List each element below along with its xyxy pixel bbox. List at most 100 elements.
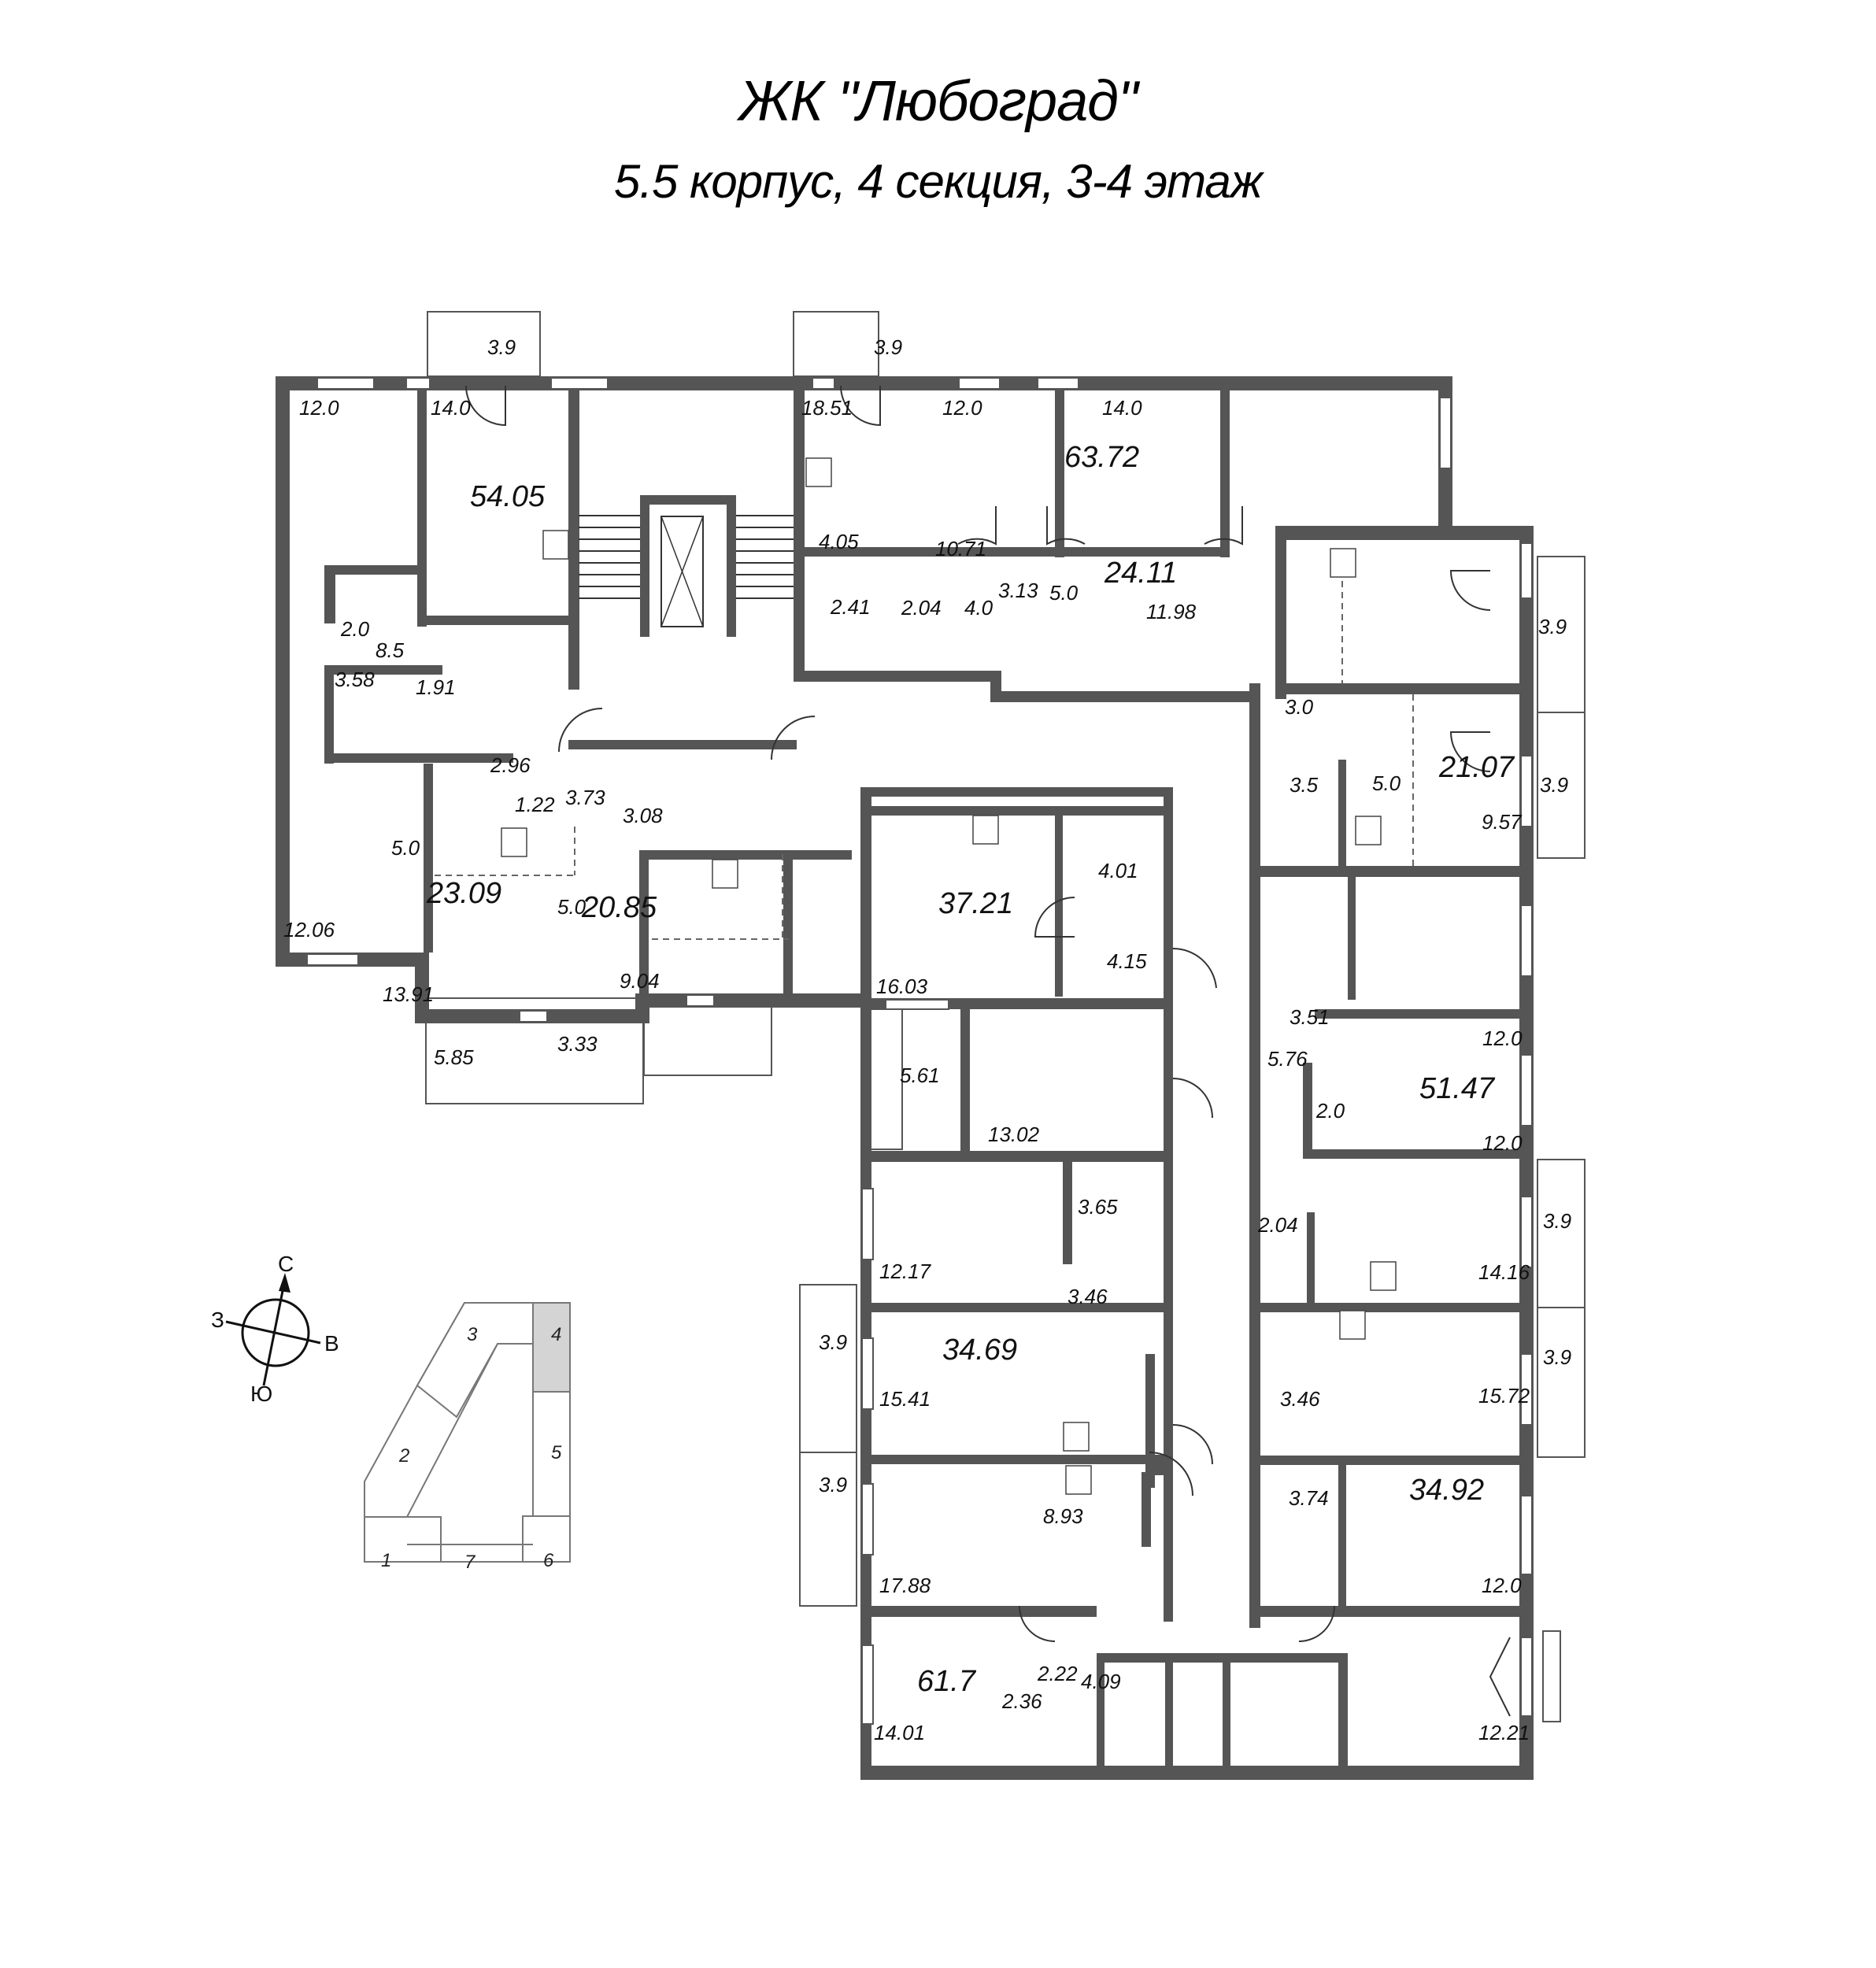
- apartment-total-area: 21.07: [1438, 751, 1515, 784]
- room-area-label: 5.0: [391, 836, 420, 860]
- room-area-label: 15.72: [1478, 1384, 1530, 1408]
- room-area-label: 12.0: [299, 396, 339, 420]
- room-area-label: 4.0: [964, 596, 994, 620]
- room-area-label: 14.0: [431, 396, 471, 420]
- apartment-total-area: 34.92: [1409, 1474, 1484, 1507]
- compass-north: С: [278, 1252, 294, 1276]
- section-1-label: 1: [381, 1550, 391, 1571]
- room-area-label: 18.51: [801, 396, 853, 420]
- room-area-label: 8.93: [1043, 1504, 1083, 1528]
- room-area-label: 5.0: [1372, 771, 1401, 795]
- room-area-label: 2.41: [830, 595, 871, 619]
- room-area-label: 9.04: [620, 969, 660, 993]
- room-area-label: 3.58: [335, 668, 375, 691]
- stairwell: [579, 515, 794, 627]
- room-area-label: 8.5: [376, 638, 405, 662]
- room-area-label: 14.0: [1102, 396, 1142, 420]
- room-area-label: 3.9: [1538, 615, 1567, 638]
- room-area-label: 12.06: [283, 918, 335, 941]
- section-6-label: 6: [543, 1550, 554, 1571]
- room-area-label: 5.0: [1049, 581, 1079, 605]
- section-key: 3 4 2 5 1 7 6: [364, 1302, 571, 1573]
- apartment-total-area: 23.09: [426, 877, 501, 910]
- room-area-label: 2.04: [1257, 1213, 1298, 1237]
- stove-icons: [501, 457, 1397, 1495]
- room-area-label: 4.05: [819, 530, 859, 553]
- zone-dividers: [435, 559, 1414, 940]
- room-area-label: 2.04: [901, 596, 942, 620]
- room-area-label: 12.21: [1478, 1721, 1530, 1744]
- apartment-total-area: 61.7: [917, 1665, 977, 1698]
- section-4-label: 4: [551, 1324, 561, 1345]
- compass-south: Ю: [250, 1382, 272, 1406]
- room-area-label: 2.0: [1315, 1099, 1345, 1123]
- room-area-label: 4.01: [1098, 859, 1138, 882]
- room-area-label: 3.9: [874, 335, 902, 359]
- room-area-label: 12.0: [1482, 1027, 1523, 1050]
- compass-west: З: [211, 1308, 224, 1332]
- apartment-total-area: 54.05: [470, 480, 546, 513]
- room-area-label: 12.17: [879, 1260, 932, 1283]
- apartment-total-area: 20.85: [581, 891, 657, 924]
- section-2-label: 2: [398, 1445, 409, 1467]
- apartment-total-area: 51.47: [1419, 1072, 1496, 1105]
- room-area-label: 3.74: [1289, 1486, 1329, 1510]
- complex-title: ЖК "Любоград": [738, 70, 1138, 133]
- room-area-label: 2.36: [1001, 1689, 1042, 1713]
- walls: [276, 376, 1534, 1780]
- room-area-label: 3.33: [557, 1032, 598, 1056]
- room-area-label: 4.09: [1081, 1670, 1121, 1693]
- room-area-label: 3.9: [1543, 1209, 1571, 1233]
- compass-icon: С З В Ю: [211, 1252, 339, 1406]
- room-area-label: 9.57: [1482, 810, 1523, 834]
- room-area-label: 3.9: [1540, 773, 1568, 797]
- room-area-label: 3.73: [565, 786, 605, 809]
- room-area-label: 13.91: [383, 982, 434, 1006]
- room-area-label: 14.01: [874, 1721, 925, 1744]
- room-area-label: 13.02: [988, 1123, 1040, 1146]
- apartment-total-area: 34.69: [942, 1334, 1017, 1367]
- room-area-label: 12.0: [1482, 1574, 1522, 1597]
- room-area-label: 3.9: [819, 1473, 847, 1496]
- room-area-label: 3.08: [623, 804, 663, 827]
- room-area-label: 17.88: [879, 1574, 931, 1597]
- room-area-label: 11.98: [1146, 600, 1197, 623]
- doors: [465, 385, 1511, 1717]
- room-area-label: 5.0: [557, 895, 586, 919]
- room-area-label: 2.22: [1037, 1662, 1078, 1685]
- room-area-label: 3.9: [819, 1330, 847, 1354]
- section-7-label: 7: [464, 1552, 476, 1573]
- room-area-label: 2.96: [490, 753, 531, 777]
- room-area-label: 3.65: [1078, 1195, 1118, 1219]
- room-area-label: 1.91: [416, 675, 456, 699]
- room-area-label: 3.46: [1068, 1285, 1108, 1308]
- floor-subtitle: 5.5 корпус, 4 секция, 3-4 этаж: [613, 155, 1263, 208]
- room-area-label: 3.51: [1290, 1005, 1330, 1029]
- room-area-label: 12.0: [1482, 1131, 1523, 1155]
- windows: [306, 377, 1533, 1725]
- apartment-total-area: 63.72: [1064, 441, 1139, 474]
- elevator-shaft-icon: [660, 516, 704, 627]
- room-area-label: 3.46: [1280, 1387, 1320, 1411]
- room-area-label: 1.22: [515, 793, 555, 816]
- room-area-label: 16.03: [876, 975, 928, 998]
- room-area-label: 5.76: [1267, 1047, 1308, 1071]
- room-area-label: 3.9: [487, 335, 516, 359]
- room-area-label: 4.15: [1107, 949, 1147, 973]
- section-5-label: 5: [551, 1442, 562, 1463]
- apartment-total-area: 24.11: [1104, 557, 1177, 590]
- compass-east: В: [324, 1331, 339, 1356]
- room-area-label: 12.0: [942, 396, 982, 420]
- section-3-label: 3: [467, 1324, 478, 1345]
- room-area-label: 5.85: [434, 1045, 474, 1069]
- room-area-label: 3.5: [1290, 773, 1319, 797]
- room-area-label: 3.13: [998, 579, 1038, 602]
- room-area-label: 15.41: [879, 1387, 931, 1411]
- room-area-label: 2.0: [340, 617, 370, 641]
- room-area-label: 5.61: [900, 1064, 940, 1087]
- section-4-highlight: [532, 1302, 571, 1393]
- room-area-label: 3.9: [1543, 1345, 1571, 1369]
- room-area-label: 10.71: [935, 537, 986, 560]
